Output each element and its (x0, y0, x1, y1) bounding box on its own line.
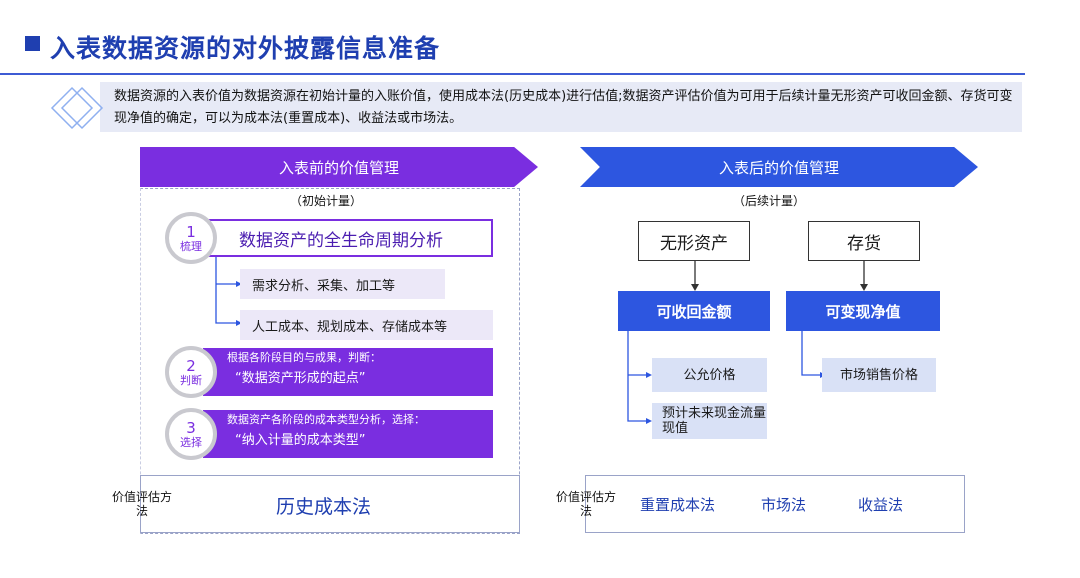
right-method-frame (585, 475, 965, 533)
col1-down-arrow (691, 261, 699, 291)
title-bullet (25, 36, 40, 51)
intro-text: 数据资源的入表价值为数据资源在初始计量的入账价值，使用成本法(历史成本)进行估值… (114, 89, 1013, 126)
step1-sub-item: 人工成本、规划成本、存储成本等 (240, 310, 493, 340)
col1-connector (627, 331, 652, 424)
step2-line2: “数据资产形成的起点” (235, 371, 366, 386)
step1-connector (215, 257, 242, 326)
step3-circle: 3 选择 (165, 408, 217, 460)
right-method-item: 重置成本法 (640, 496, 716, 514)
intro-background (100, 82, 1022, 132)
step3-label: 选择 (180, 435, 202, 449)
step1-title: 数据资产的全生命周期分析 (203, 219, 493, 257)
diamond-icon (50, 86, 104, 130)
left-frame (140, 188, 520, 534)
step1-number: 1 (186, 222, 196, 241)
inventory-box: 存货 (808, 221, 920, 261)
step1-sub-item: 需求分析、采集、加工等 (240, 269, 445, 299)
right-method-item: 市场法 (761, 496, 807, 514)
step2-circle: 2 判断 (165, 346, 217, 398)
right-method-label: 价值评估方法 (556, 490, 617, 518)
step3-line2: “纳入计量的成本类型” (235, 433, 366, 448)
right-method-item: 收益法 (858, 496, 904, 514)
intangible-asset-box: 无形资产 (638, 221, 750, 261)
step2-label: 判断 (180, 373, 202, 387)
step2-box: 根据各阶段目的与成果，判断： “数据资产形成的起点” (203, 348, 493, 396)
left-subtitle: （初始计量） (290, 194, 363, 208)
recoverable-amount-box: 可收回金额 (618, 291, 770, 331)
step3-line1: 数据资产各阶段的成本类型分析，选择： (227, 413, 425, 426)
col1-item: 预计未来现金流量现值 (652, 403, 767, 439)
page-title: 入表数据资源的对外披露信息准备 (50, 34, 441, 63)
step3-number: 3 (186, 418, 196, 437)
col1-item: 公允价格 (652, 358, 767, 392)
step2-line1: 根据各阶段目的与成果，判断： (227, 351, 381, 364)
step2-number: 2 (186, 356, 196, 375)
left-banner: 入表前的价值管理 (140, 147, 538, 187)
right-subtitle: （后续计量） (733, 194, 806, 208)
col2-item: 市场销售价格 (822, 358, 936, 392)
right-banner: 入表后的价值管理 (580, 147, 978, 187)
left-method-label: 价值评估方法 (112, 490, 173, 518)
net-realizable-value-box: 可变现净值 (786, 291, 940, 331)
left-method-frame (140, 475, 520, 533)
col2-down-arrow (860, 261, 868, 291)
step3-box: 数据资产各阶段的成本类型分析，选择： “纳入计量的成本类型” (203, 410, 493, 458)
step1-label: 梳理 (180, 239, 202, 253)
title-divider (0, 73, 1025, 75)
step1-circle: 1 梳理 (165, 212, 217, 264)
left-method-value: 历史成本法 (276, 496, 372, 518)
